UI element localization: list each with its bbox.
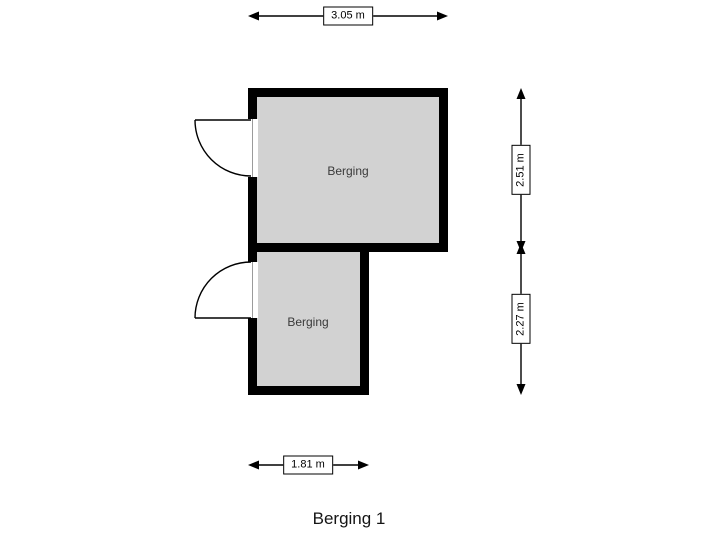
dimension-label-top: 3.05 m <box>323 6 373 26</box>
floorplan-title: Berging 1 <box>312 509 386 528</box>
room-lower <box>248 243 369 395</box>
door-frame-line <box>252 262 253 318</box>
dimension-label-right-upper: 2.51 m <box>511 145 531 195</box>
door-opening-upper <box>247 119 258 177</box>
room-label-lower: Berging <box>287 315 329 329</box>
door-swing-upper-icon <box>194 119 252 177</box>
door-opening-lower <box>247 262 258 318</box>
room-label-upper: Berging <box>327 164 369 178</box>
door-swing-lower-icon <box>194 261 252 319</box>
dimension-label-right-lower: 2.27 m <box>511 294 531 344</box>
door-frame-line <box>252 119 253 177</box>
dimension-label-bottom: 1.81 m <box>283 455 333 475</box>
